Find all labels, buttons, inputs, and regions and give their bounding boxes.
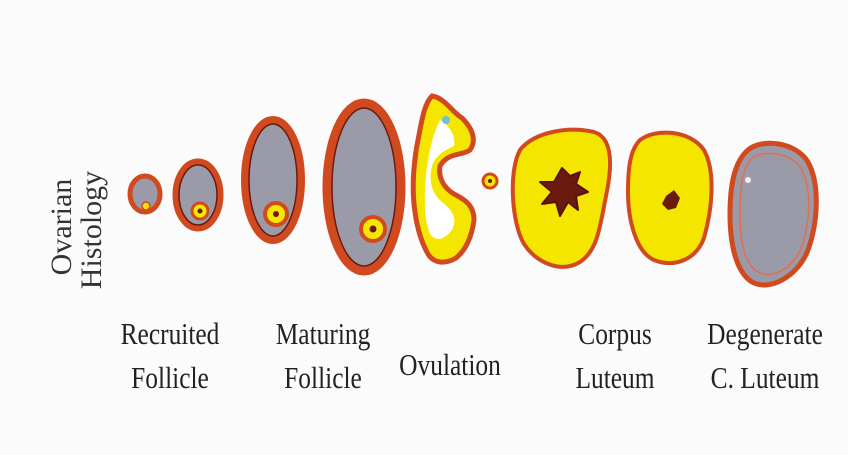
- stage-label-corpus-luteum: Corpus Luteum: [554, 312, 677, 400]
- recruited-follicle-small: [130, 176, 160, 212]
- stage-label-degenerate-corpus-luteum: Degenerate C. Luteum: [695, 312, 834, 400]
- stage-label-ovulation: Ovulation: [389, 343, 512, 387]
- corpus-luteum-small: [628, 133, 712, 263]
- stage-label-line2: C. Luteum: [695, 356, 834, 400]
- recruited-follicle-large: [176, 162, 220, 228]
- stage-label-maturing-follicle: Maturing Follicle: [262, 312, 385, 400]
- maturing-follicle-small: [245, 120, 301, 240]
- degenerate-corpus-luteum: [730, 143, 816, 285]
- stage-label-line1: Corpus: [554, 312, 677, 356]
- stage-label-line1: Maturing: [262, 312, 385, 356]
- maturing-follicle-large: [327, 103, 401, 271]
- stage-label-line2: Luteum: [554, 356, 677, 400]
- corpus-luteum-large: [513, 130, 610, 267]
- stage-label-line1: Degenerate: [695, 312, 834, 356]
- axis-title-ovarian: Ovarian: [46, 147, 78, 307]
- stage-label-line2: Follicle: [109, 356, 232, 400]
- stage-label-line1: Recruited: [109, 312, 232, 356]
- stage-label-line1: Ovulation: [389, 343, 512, 387]
- axis-title-histology: Histology: [76, 150, 108, 310]
- stage-label-line2: Follicle: [262, 356, 385, 400]
- ovulation-follicle: [413, 96, 497, 262]
- stage-label-recruited-follicle: Recruited Follicle: [109, 312, 232, 400]
